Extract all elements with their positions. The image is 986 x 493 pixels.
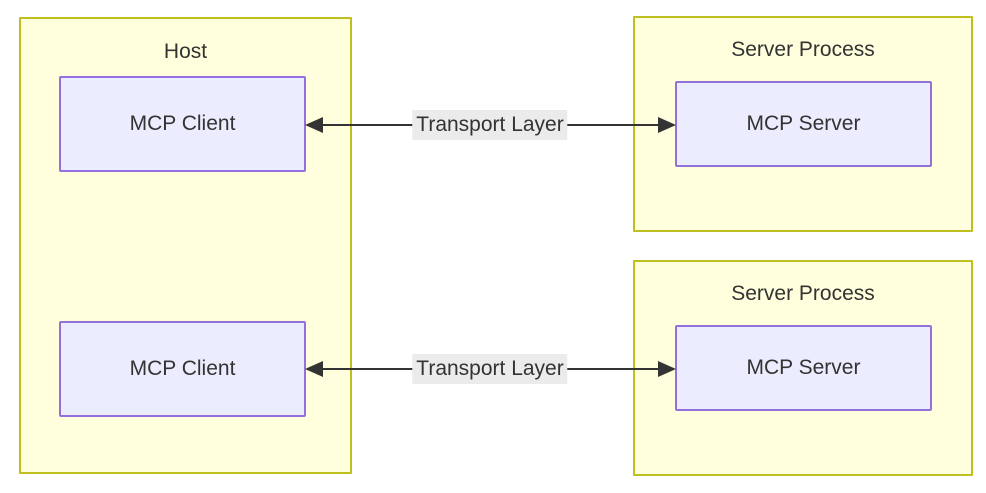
node-mcp-server-2-label: MCP Server xyxy=(746,356,861,379)
edge-transport-1-arrowhead-left xyxy=(305,117,323,133)
node-mcp-server-1[interactable]: MCP Server xyxy=(675,81,932,167)
node-mcp-server-2[interactable]: MCP Server xyxy=(675,325,932,411)
edge-transport-2-arrowhead-right xyxy=(658,361,676,377)
edge-transport-1-arrowhead-right xyxy=(658,117,676,133)
node-mcp-client-1-label: MCP Client xyxy=(129,112,236,135)
group-server-process-1-title: Server Process xyxy=(731,38,875,61)
group-server-process-2-title: Server Process xyxy=(731,282,875,305)
edge-transport-1-label: Transport Layer xyxy=(412,110,568,140)
edge-transport-2-arrowhead-left xyxy=(305,361,323,377)
node-mcp-client-2-label: MCP Client xyxy=(129,357,236,380)
group-host-title: Host xyxy=(163,40,208,63)
node-mcp-client-1[interactable]: MCP Client xyxy=(59,76,306,172)
edge-transport-2-label: Transport Layer xyxy=(412,354,568,384)
node-mcp-server-1-label: MCP Server xyxy=(746,112,861,135)
node-mcp-client-2[interactable]: MCP Client xyxy=(59,321,306,417)
